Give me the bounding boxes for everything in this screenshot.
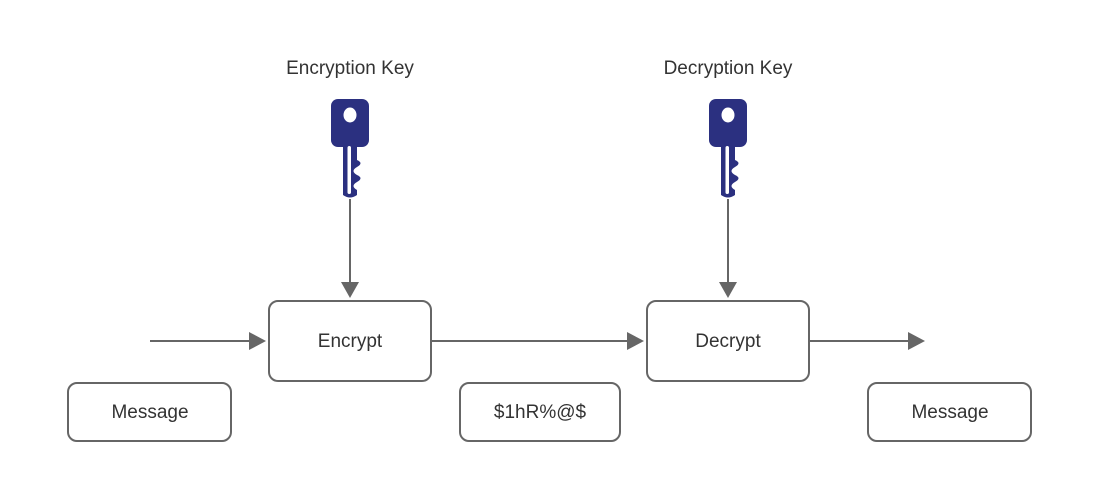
- arrow-input-to-encrypt: [150, 332, 266, 350]
- encrypt-label: Encrypt: [318, 331, 383, 352]
- key-head: [331, 99, 369, 147]
- decryption-key-group: Decryption Key: [664, 58, 793, 298]
- ciphertext-label: $1hR%@$: [494, 402, 587, 423]
- node-message-input[interactable]: Message: [67, 382, 232, 442]
- node-ciphertext[interactable]: $1hR%@$: [459, 382, 621, 442]
- decrypt-box[interactable]: [646, 300, 810, 382]
- key-shaft: [721, 143, 739, 198]
- key-hole: [721, 107, 735, 123]
- arrow-head: [249, 332, 266, 350]
- message-input-label: Message: [111, 402, 188, 423]
- key-shaft-slot: [347, 146, 351, 194]
- arrow-decrypt-to-output: [809, 332, 925, 350]
- key-shaft: [343, 143, 361, 198]
- key-shaft-slot: [725, 146, 729, 194]
- ciphertext-box[interactable]: [459, 382, 621, 442]
- decryption-key-label: Decryption Key: [664, 58, 793, 79]
- key-icon: [331, 99, 369, 198]
- arrow-encryption-key-to-encrypt: [341, 199, 359, 298]
- node-encrypt[interactable]: Encrypt: [268, 300, 432, 382]
- arrow-head: [341, 282, 359, 298]
- message-input-box[interactable]: [67, 382, 232, 442]
- encryption-key-group: Encryption Key: [286, 58, 414, 298]
- key-icon: [709, 99, 747, 198]
- arrow-head: [627, 332, 644, 350]
- encrypt-box[interactable]: [268, 300, 432, 382]
- arrow-encrypt-to-decrypt: [431, 332, 644, 350]
- arrow-decryption-key-to-decrypt: [719, 199, 737, 298]
- message-output-box[interactable]: [867, 382, 1032, 442]
- key-head: [709, 99, 747, 147]
- arrow-head: [908, 332, 925, 350]
- message-output-label: Message: [911, 402, 988, 423]
- encryption-key-label: Encryption Key: [286, 58, 414, 79]
- arrow-head: [719, 282, 737, 298]
- key-hole: [343, 107, 357, 123]
- node-message-output[interactable]: Message: [867, 382, 1032, 442]
- decrypt-label: Decrypt: [695, 331, 761, 352]
- node-decrypt[interactable]: Decrypt: [646, 300, 810, 382]
